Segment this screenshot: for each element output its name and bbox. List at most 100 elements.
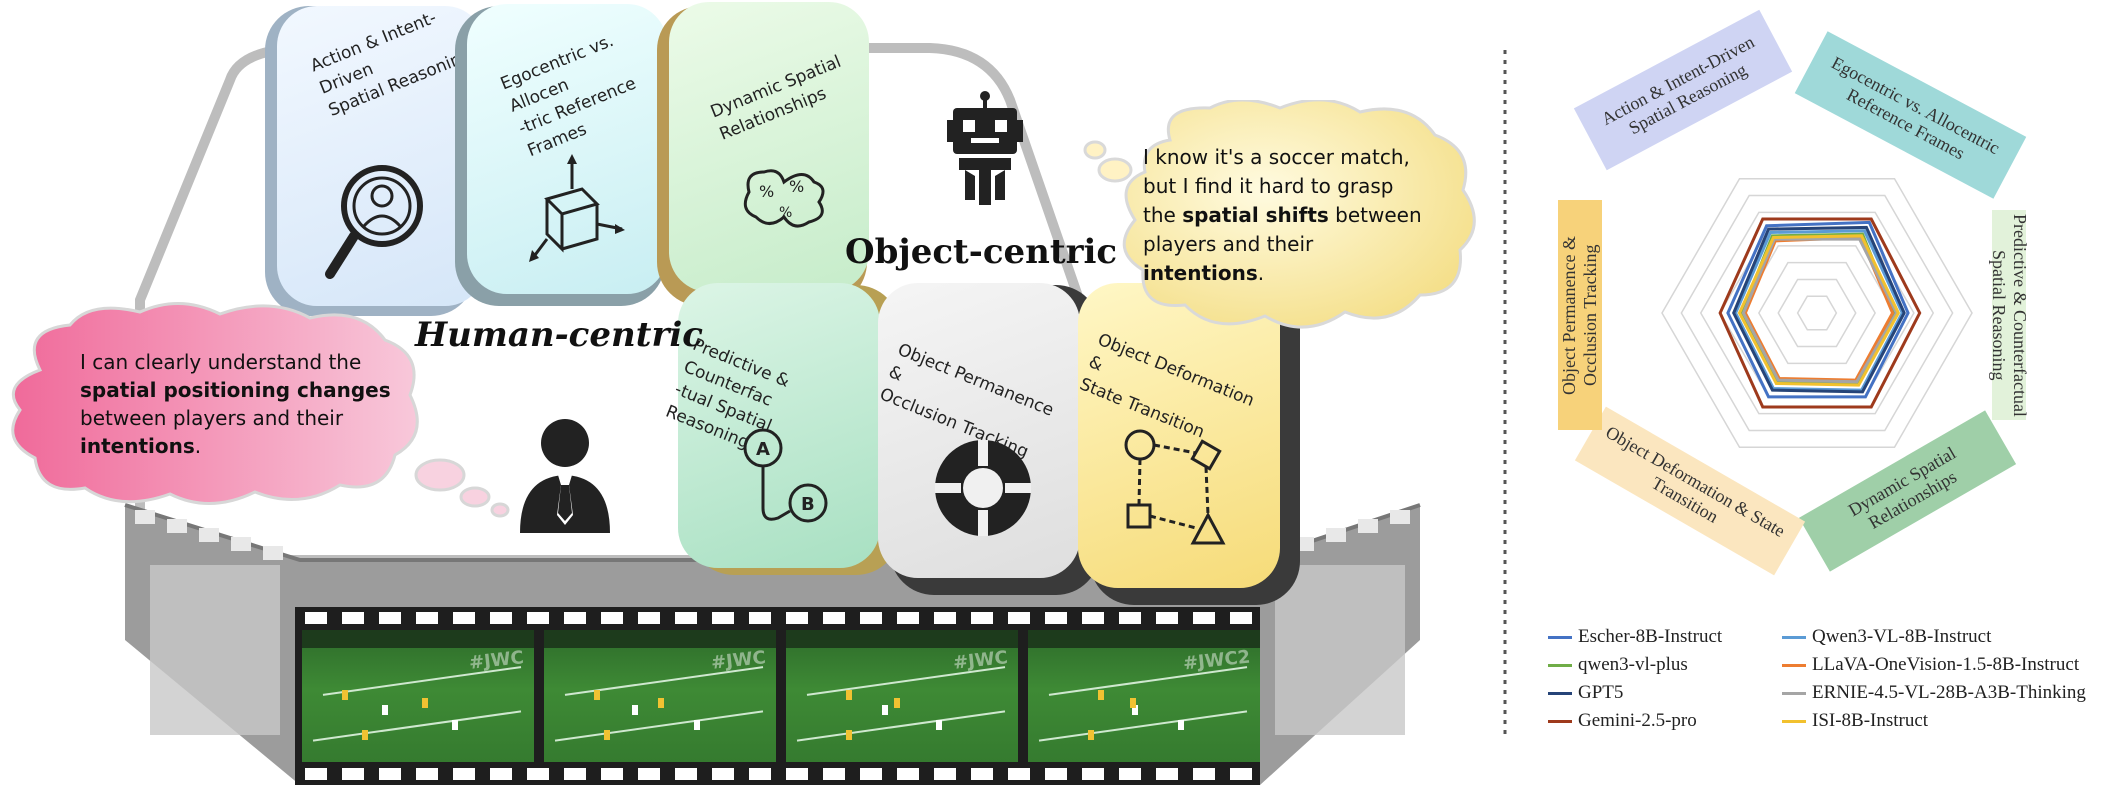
film-hole xyxy=(1193,768,1215,780)
radar-chart xyxy=(1661,178,1973,448)
radar-grid-ring xyxy=(1758,261,1876,365)
film-hole xyxy=(379,768,401,780)
film-hole xyxy=(490,612,512,624)
film-sprocket xyxy=(167,519,187,533)
film-hole xyxy=(1008,768,1030,780)
robot-bubble-line2: but I find it hard to grasp xyxy=(1143,174,1394,198)
film-hole xyxy=(564,768,586,780)
card-deformation: Object Deformation &State Transition xyxy=(1077,283,1280,588)
film-hole xyxy=(342,612,364,624)
film-hole xyxy=(1193,612,1215,624)
film-hole xyxy=(749,612,771,624)
human-bubble-line1: I can clearly understand the xyxy=(80,350,362,374)
radar-series xyxy=(1743,235,1895,382)
legend-swatch xyxy=(1782,664,1806,668)
card-predictive: Predictive & Counterfac-tual Spatial Rea… xyxy=(663,283,880,568)
legend-label: Qwen3-VL-8B-Instruct xyxy=(1812,626,1992,647)
radar-series xyxy=(1718,217,1922,409)
svg-text:%: % xyxy=(789,177,804,196)
frame-overlay-text: #JWC xyxy=(468,647,525,674)
legend-item: qwen3-vl-plus xyxy=(1548,653,1688,677)
legend-item: Gemini-2.5-pro xyxy=(1548,709,1697,733)
film-hole xyxy=(823,768,845,780)
legend-label: qwen3-vl-plus xyxy=(1578,654,1688,675)
legend-label: GPT5 xyxy=(1578,682,1624,703)
legend-label: Gemini-2.5-pro xyxy=(1578,710,1697,731)
film-hole xyxy=(1119,768,1141,780)
human-bubble-intentions: intentions xyxy=(80,434,195,458)
dotted-divider xyxy=(1503,50,1507,740)
legend-swatch xyxy=(1548,720,1572,724)
robot-bubble-spatial-shifts: spatial shifts xyxy=(1182,203,1329,227)
legend-swatch xyxy=(1548,636,1572,640)
film-hole xyxy=(564,612,586,624)
robot-bubble-text: I know it's a soccer match, but I find i… xyxy=(1143,145,1422,285)
film-hole xyxy=(1230,768,1252,780)
legend-swatch xyxy=(1548,692,1572,696)
human-bubble-line3: between players and their xyxy=(80,406,344,430)
human-bubble-line2: spatial positioning changes xyxy=(80,378,391,402)
video-frame: #JWC xyxy=(302,630,534,762)
human-thought-bubble xyxy=(11,302,510,518)
legend-label: Escher-8B-Instruct xyxy=(1578,626,1723,647)
percent-blobs-icon: % % % xyxy=(743,169,825,228)
film-hole xyxy=(638,768,660,780)
film-hole xyxy=(1008,612,1030,624)
film-hole xyxy=(342,768,364,780)
film-hole xyxy=(1082,612,1104,624)
film-hole xyxy=(601,768,623,780)
radar-axis-label: Object Permanence &Occlusion Tracking xyxy=(1558,200,1602,430)
legend-label: ISI-8B-Instruct xyxy=(1812,710,1929,731)
film-hole xyxy=(712,612,734,624)
film-hole xyxy=(527,768,549,780)
legend-swatch xyxy=(1782,720,1806,724)
film-hole xyxy=(453,768,475,780)
radar-series xyxy=(1737,234,1901,387)
robot-thought-bubble xyxy=(1083,100,1476,329)
film-hole xyxy=(527,612,549,624)
frame-overlay-text: #JWC xyxy=(710,647,767,674)
human-bubble-text: I can clearly understand the spatial pos… xyxy=(80,350,391,458)
cube-axes-icon xyxy=(529,154,625,262)
human-centric-heading: Human-centric xyxy=(415,315,703,355)
legend-item: Escher-8B-Instruct xyxy=(1548,625,1722,649)
legend-label: LLaVA-OneVision-1.5-8B-Instruct xyxy=(1812,654,2080,675)
object-centric-heading: Object-centric xyxy=(845,232,1118,272)
stage-outline xyxy=(135,43,1105,565)
film-side-frame xyxy=(1275,565,1405,735)
radar-grid-ring xyxy=(1777,278,1857,348)
film-hole xyxy=(897,612,919,624)
frame-overlay-text: #JWC2 xyxy=(1181,646,1251,675)
card-occlusion: Object Permanence &Occlusion Tracking xyxy=(877,283,1080,578)
film-hole xyxy=(1045,768,1067,780)
svg-text:%: % xyxy=(759,182,774,201)
film-hole xyxy=(1082,768,1104,780)
video-frame: #JWC xyxy=(544,630,776,762)
film-sprocket xyxy=(199,528,219,542)
film-hole xyxy=(971,612,993,624)
film-hole xyxy=(379,612,401,624)
video-frame: #JWC2 xyxy=(1028,630,1260,762)
legend-item: ISI-8B-Instruct xyxy=(1782,709,1928,733)
film-hole xyxy=(1119,612,1141,624)
film-hole xyxy=(601,612,623,624)
film-hole xyxy=(638,612,660,624)
legend-swatch xyxy=(1782,636,1806,640)
radar-series xyxy=(1741,237,1899,384)
legend-swatch xyxy=(1548,664,1572,668)
robot-icon xyxy=(947,91,1023,205)
svg-text:B: B xyxy=(801,494,815,515)
magnifier-person-icon xyxy=(325,165,423,279)
film-hole xyxy=(453,612,475,624)
shape-transition-icon xyxy=(1124,429,1226,545)
robot-bubble-intentions: intentions xyxy=(1143,261,1258,285)
radar-series xyxy=(1732,225,1906,394)
radar-series xyxy=(1733,229,1904,392)
card-egocentric: Egocentric vs. Allocen-tric Reference Fr… xyxy=(467,4,667,294)
radar-legend: Escher-8B-Instruct Qwen3-VL-8B-Instruct qw… xyxy=(1548,625,2108,735)
legend-swatch xyxy=(1782,692,1806,696)
radar-grid-ring xyxy=(1719,228,1915,398)
film-sprocket xyxy=(1390,510,1410,524)
